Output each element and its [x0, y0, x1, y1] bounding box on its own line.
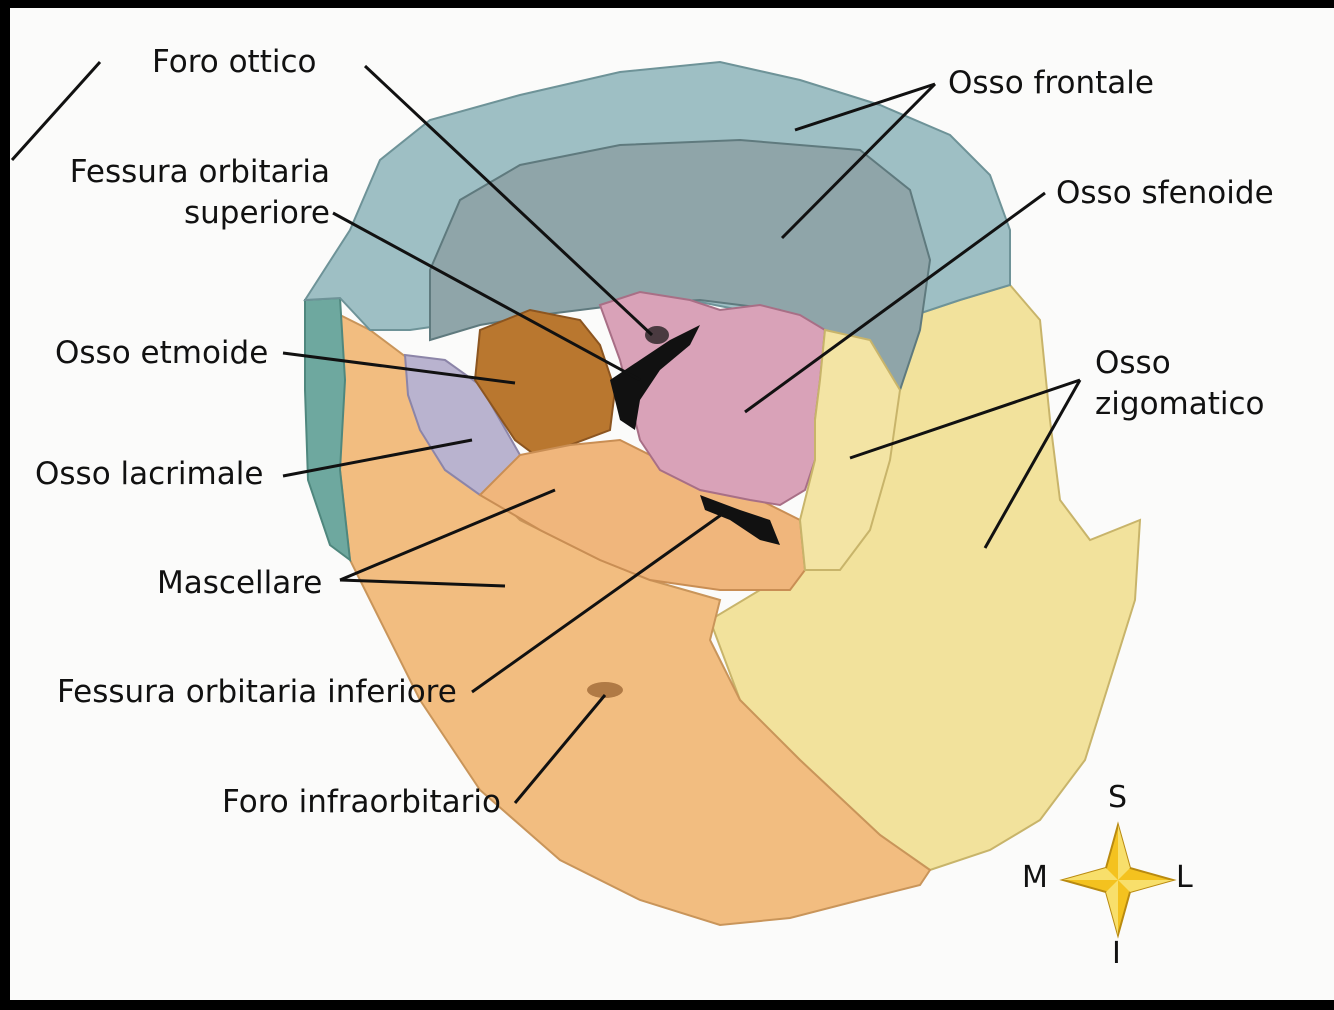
- compass-lateral: L: [1176, 860, 1193, 895]
- label-fessura-orbitaria-inferiore: Fessura orbitaria inferiore: [57, 672, 457, 712]
- optic-foramen: [645, 326, 669, 344]
- compass-inferior: I: [1112, 936, 1121, 971]
- compass-superior: S: [1108, 780, 1127, 815]
- label-osso-frontale: Osso frontale: [948, 63, 1154, 103]
- label-osso-zigomatico-1: Osso: [1095, 343, 1171, 383]
- label-osso-zigomatico-2: zigomatico: [1095, 384, 1265, 424]
- label-osso-sfenoide: Osso sfenoide: [1056, 173, 1274, 213]
- label-osso-etmoide: Osso etmoide: [55, 333, 268, 373]
- label-foro-infraorbitario: Foro infraorbitario: [222, 782, 501, 822]
- label-fessura-orbitaria-superiore-1: Fessura orbitaria: [60, 152, 330, 192]
- label-fessura-orbitaria-superiore-2: superiore: [60, 193, 330, 233]
- label-mascellare: Mascellare: [157, 563, 322, 603]
- label-osso-lacrimale: Osso lacrimale: [35, 454, 263, 494]
- label-foro-ottico: Foro ottico: [152, 42, 316, 82]
- compass-medial: M: [1022, 860, 1048, 895]
